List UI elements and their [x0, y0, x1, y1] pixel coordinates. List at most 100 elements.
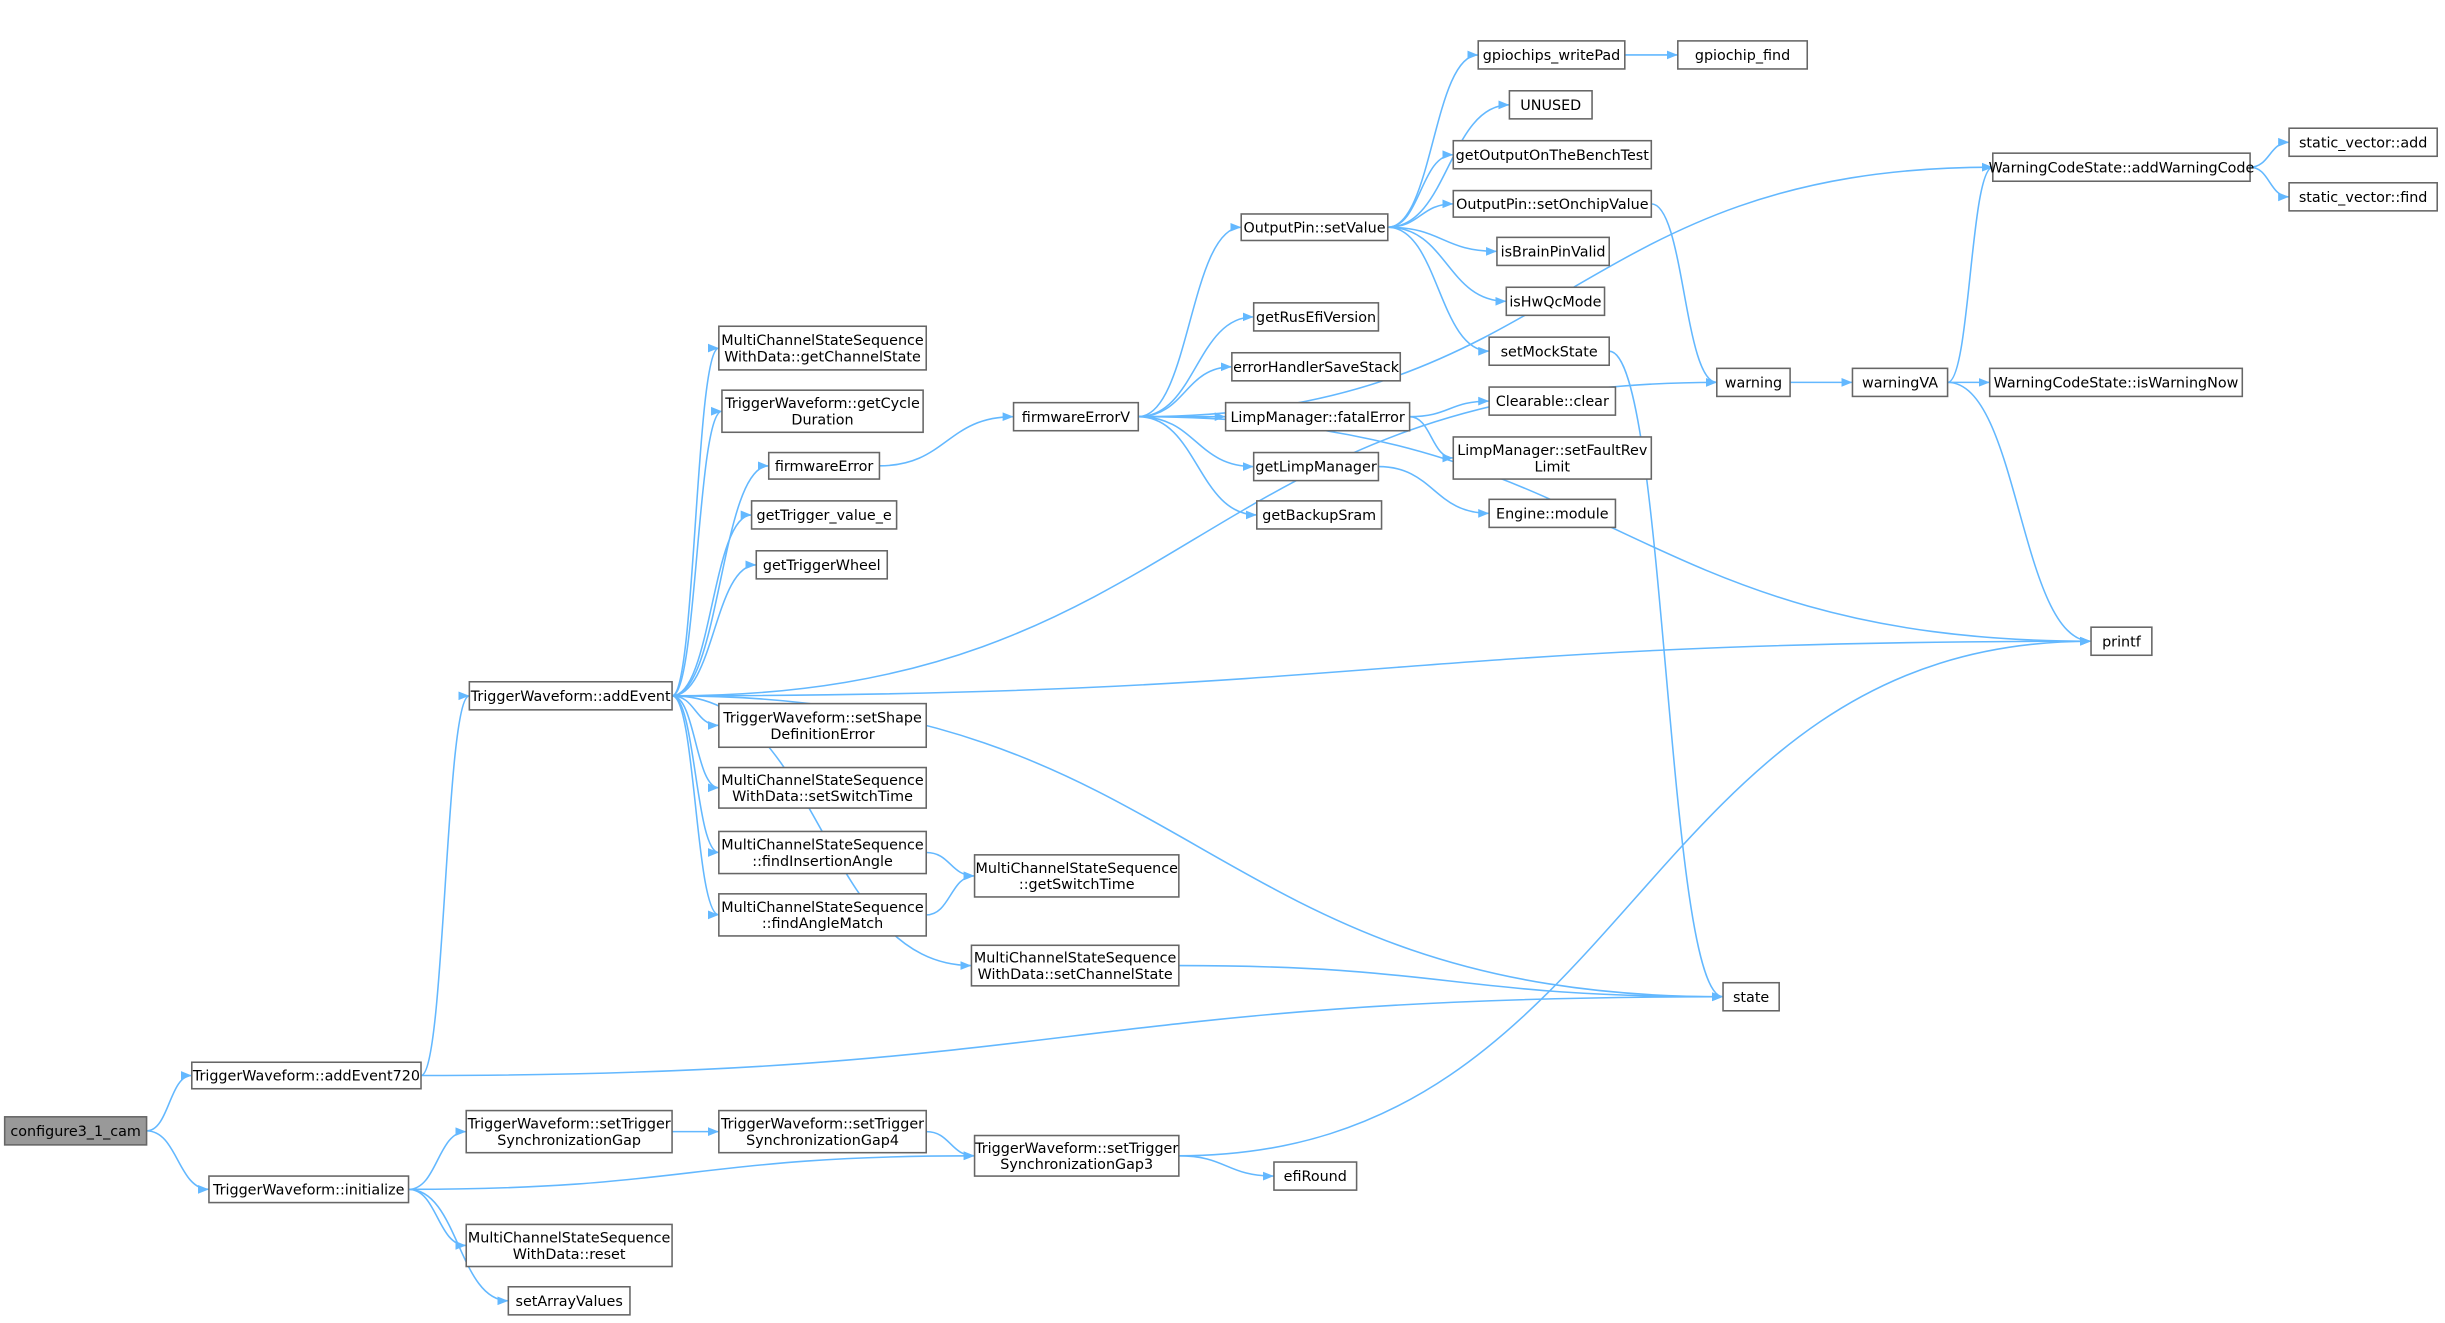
edge-set-value-to-is-hw-qc-mode	[1387, 226, 1507, 306]
node-box	[721, 389, 924, 434]
node-get-switch-time[interactable]: MultiChannelStateSequence::getSwitchTime	[973, 854, 1180, 898]
node-add-warning-code[interactable]: WarningCodeState::addWarningCode	[1989, 152, 2255, 183]
node-initialize[interactable]: TriggerWaveform::initialize	[208, 1175, 410, 1204]
node-firmware-error[interactable]: firmwareError	[767, 451, 881, 480]
node-box	[718, 830, 928, 875]
node-label: SynchronizationGap	[497, 1133, 641, 1149]
node-add-event720[interactable]: TriggerWaveform::addEvent720	[191, 1061, 422, 1090]
node-box	[718, 766, 928, 809]
edge-set-trig-sync-gap3-to-efi-round	[1178, 1155, 1274, 1181]
node-is-warning-now[interactable]: WarningCodeState::isWarningNow	[1988, 367, 2244, 398]
node-is-brain-pin-valid[interactable]: isBrainPinValid	[1496, 236, 1610, 267]
edge-add-event-to-find-angle-match	[671, 695, 720, 920]
edge-find-insertion-angle-to-get-switch-time	[926, 851, 975, 881]
node-label: getOutputOnTheBenchTest	[1456, 148, 1650, 164]
node-efi-round[interactable]: efiRound	[1273, 1161, 1358, 1191]
node-label: SynchronizationGap4	[746, 1133, 899, 1149]
node-get-backup-sram[interactable]: getBackupSram	[1256, 500, 1383, 530]
node-label: WithData::setChannelState	[978, 967, 1173, 983]
edge-add-event-to-get-trigger-value-e	[671, 510, 752, 697]
node-warning-va[interactable]: warningVA	[1851, 367, 1949, 398]
node-set-onchip-value[interactable]: OutputPin::setOnchipValue	[1452, 189, 1653, 218]
edge-set-value-to-set-mock-state	[1387, 226, 1490, 356]
node-label: errorHandlerSaveStack	[1233, 360, 1400, 376]
node-clear[interactable]: Clearable::clear	[1488, 386, 1617, 416]
edge-set-value-to-unused	[1387, 100, 1510, 229]
node-gpiochips-write-pad[interactable]: gpiochips_writePad	[1477, 40, 1626, 70]
node-root[interactable]: configure3_1_cam	[3, 1116, 148, 1146]
node-gpiochip-find[interactable]: gpiochip_find	[1677, 40, 1809, 70]
node-is-hw-qc-mode[interactable]: isHwQcMode	[1505, 286, 1606, 317]
node-box	[973, 1134, 1180, 1177]
node-set-channel-state[interactable]: MultiChannelStateSequenceWithData::setCh…	[970, 944, 1180, 987]
edge-warning-va-to-add-warning-code	[1947, 162, 1994, 384]
edge-root-to-add-event720	[146, 1071, 192, 1132]
edge-add-event-to-set-switch-time	[671, 695, 720, 793]
node-box	[1716, 367, 1791, 398]
node-label: OutputPin::setValue	[1243, 220, 1385, 236]
node-box	[3, 1116, 148, 1146]
node-get-channel-state[interactable]: MultiChannelStateSequenceWithData::getCh…	[718, 325, 928, 371]
node-label: TriggerWaveform::setTrigger	[467, 1117, 671, 1133]
node-label: warning	[1725, 376, 1782, 392]
node-box	[1722, 981, 1780, 1012]
node-set-switch-time[interactable]: MultiChannelStateSequenceWithData::setSw…	[718, 766, 928, 809]
node-box	[1252, 451, 1380, 482]
node-firmware-error-v[interactable]: firmwareErrorV	[1012, 401, 1140, 432]
node-label: getRusEfiVersion	[1256, 310, 1376, 326]
node-set-value[interactable]: OutputPin::setValue	[1240, 213, 1389, 242]
node-set-trig-sync-gap4[interactable]: TriggerWaveform::setTriggerSynchronizati…	[718, 1109, 928, 1154]
node-label: MultiChannelStateSequence	[975, 861, 1178, 877]
node-state[interactable]: state	[1722, 981, 1780, 1012]
node-get-rus-efi-version[interactable]: getRusEfiVersion	[1252, 302, 1380, 332]
edge-initialize-to-set-trig-sync-gap	[408, 1127, 467, 1191]
edge-add-event-to-get-cycle-duration	[671, 406, 723, 697]
node-box	[1992, 152, 2251, 183]
node-label: UNUSED	[1520, 98, 1581, 114]
node-set-mock-state[interactable]: setMockState	[1488, 336, 1610, 367]
node-set-trig-sync-gap[interactable]: TriggerWaveform::setTriggerSynchronizati…	[465, 1109, 673, 1154]
node-get-limp-manager[interactable]: getLimpManager	[1252, 451, 1380, 482]
node-label: Limit	[1535, 459, 1571, 475]
node-box	[1488, 336, 1610, 367]
node-unused[interactable]: UNUSED	[1508, 90, 1593, 120]
node-sv-find[interactable]: static_vector::find	[2288, 182, 2438, 212]
node-label: configure3_1_cam	[10, 1124, 141, 1140]
node-printf[interactable]: printf	[2090, 626, 2153, 657]
node-label: LimpManager::setFaultRev	[1457, 443, 1648, 459]
node-find-angle-match[interactable]: MultiChannelStateSequence::findAngleMatc…	[718, 893, 928, 937]
node-box	[1496, 236, 1610, 267]
edge-firmware-error-to-firmware-error-v	[879, 412, 1014, 467]
node-box	[1452, 189, 1653, 218]
node-get-output-on-the-bench-test[interactable]: getOutputOnTheBenchTest	[1452, 139, 1653, 170]
node-set-array-values[interactable]: setArrayValues	[507, 1286, 631, 1316]
edge-set-mock-state-to-state	[1609, 350, 1724, 1001]
edge-set-channel-state-to-state	[1178, 964, 1724, 1002]
node-set-trig-sync-gap3[interactable]: TriggerWaveform::setTriggerSynchronizati…	[973, 1134, 1180, 1177]
node-engine-module[interactable]: Engine::module	[1488, 498, 1617, 529]
node-box	[970, 944, 1180, 987]
node-label: gpiochip_find	[1695, 48, 1790, 64]
node-box	[2288, 182, 2438, 212]
node-find-insertion-angle[interactable]: MultiChannelStateSequence::findInsertion…	[718, 830, 928, 875]
node-label: WithData::reset	[513, 1247, 626, 1263]
node-label: TriggerWaveform::addEvent720	[192, 1069, 420, 1085]
node-label: setArrayValues	[515, 1294, 622, 1310]
edge-firmware-error-v-to-get-backup-sram	[1138, 415, 1257, 520]
node-box	[1851, 367, 1949, 398]
node-box	[1231, 351, 1402, 382]
node-label: Duration	[791, 413, 853, 429]
node-sv-add[interactable]: static_vector::add	[2288, 127, 2438, 158]
node-error-handler-save-stack[interactable]: errorHandlerSaveStack	[1231, 351, 1402, 382]
node-add-event[interactable]: TriggerWaveform::addEvent	[468, 680, 673, 711]
node-label: Engine::module	[1496, 507, 1609, 523]
node-get-trigger-value-e[interactable]: getTrigger_value_e	[750, 500, 898, 530]
node-warning[interactable]: warning	[1716, 367, 1791, 398]
node-get-trigger-wheel[interactable]: getTriggerWheel	[755, 550, 889, 580]
node-fatal-error[interactable]: LimpManager::fatalError	[1224, 401, 1411, 432]
node-box	[507, 1286, 631, 1316]
